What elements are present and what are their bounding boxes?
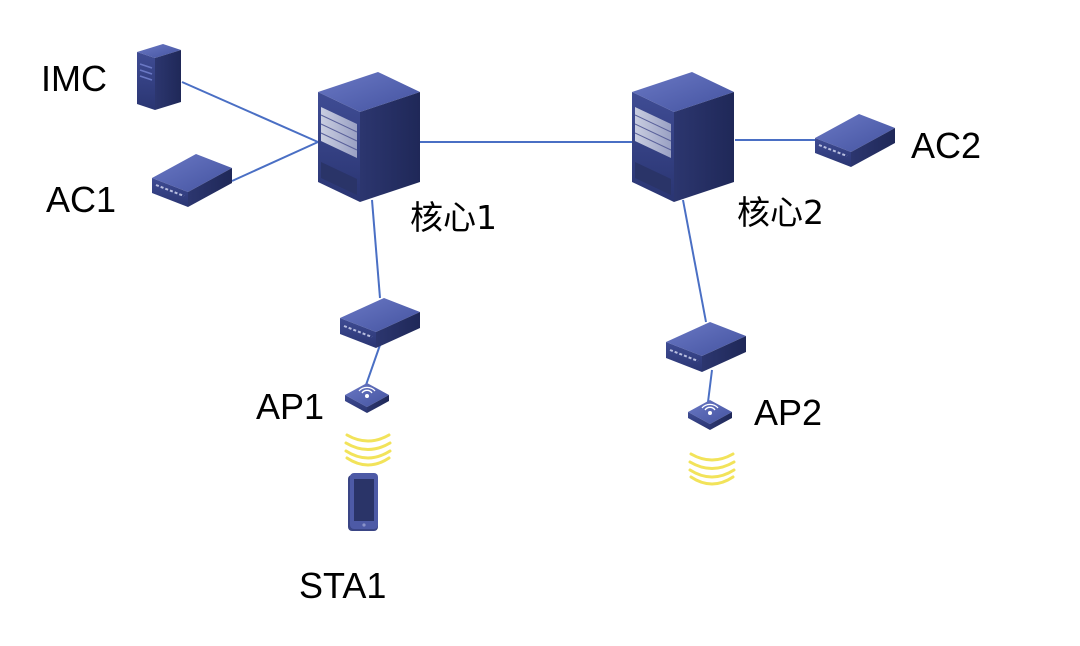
link-sw2-ap2 [707,369,713,403]
sta1-label: STA1 [299,565,387,606]
imc-server-icon[interactable] [137,44,181,110]
link-ac1-core1 [231,141,319,182]
sta1-tablet-icon[interactable] [348,473,378,531]
imc-label: IMC [41,58,107,99]
ap2-label: AP2 [754,392,823,433]
ap1-access-point-icon[interactable] [345,383,389,413]
link-sw1-ap1 [365,344,381,386]
ac1-controller-icon[interactable] [152,154,232,207]
link-core2-sw2 [682,199,707,323]
access-switch-2-icon[interactable] [666,322,746,372]
link-imc-core1 [181,81,319,143]
ac1-label: AC1 [46,179,117,220]
ap2-wifi-signal-icon [688,452,736,486]
links [181,81,818,403]
core1-switch-icon[interactable] [318,72,420,202]
ap2-access-point-icon[interactable] [688,400,732,430]
ac2-controller-icon[interactable] [815,114,895,167]
core1-label: 核心1 [410,198,497,237]
core2-label: 核心2 [737,193,824,232]
core2-switch-icon[interactable] [632,72,734,202]
ap1-label: AP1 [256,386,325,427]
ap1-wifi-signal-icon [344,433,392,467]
access-switch-1-icon[interactable] [340,298,420,348]
link-core1-sw1 [371,199,381,299]
ac2-label: AC2 [911,125,982,166]
